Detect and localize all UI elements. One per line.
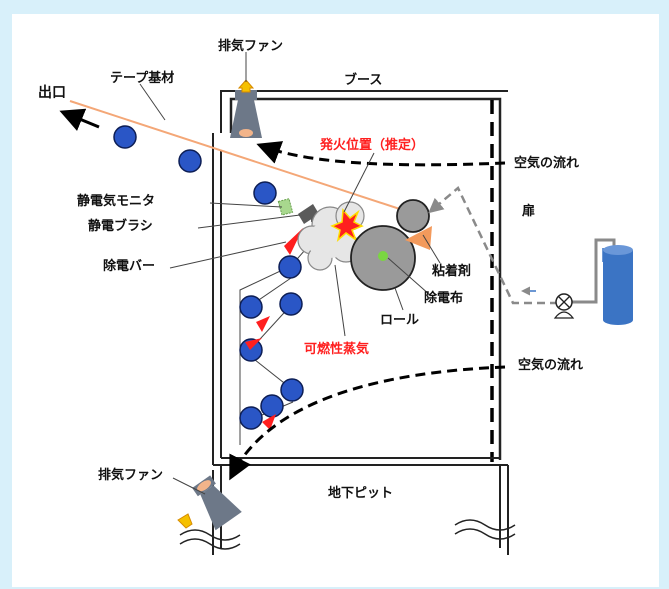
static-monitor-box — [277, 198, 294, 216]
supply-path — [428, 185, 558, 305]
chain-roller-6 — [239, 406, 263, 430]
leader-ignition — [343, 152, 375, 213]
exhaust-fan-bottom-label: 排気ファン — [98, 468, 164, 483]
airflow-bottom-curve — [229, 365, 506, 481]
leader-fan-bottom — [172, 477, 206, 495]
exhaust-fan-bottom-arrow — [177, 513, 193, 529]
adhesive-roll — [396, 199, 430, 233]
leader-bar — [169, 241, 287, 269]
ignition-point-label: 発火位置（推定） — [320, 138, 425, 153]
leader-tape — [139, 83, 166, 121]
chain-roller-1 — [278, 255, 302, 279]
leader-brush — [197, 214, 301, 229]
adhesive-wedge — [405, 226, 432, 250]
supply-pipe — [570, 238, 616, 304]
leader-vapor — [334, 264, 346, 337]
door-label: 扉 — [522, 204, 536, 219]
tape-roller-2 — [178, 149, 202, 173]
booth-label: ブース — [344, 73, 383, 88]
tape-roller-3 — [253, 181, 277, 205]
flammable-vapor-label: 可燃性蒸気 — [304, 342, 370, 357]
airflow-top-label: 空気の流れ — [514, 156, 580, 171]
exit-arrow — [59, 108, 100, 131]
tape-path-vertical — [239, 249, 306, 445]
exhaust-fan-top-head — [235, 90, 257, 100]
exhaust-fan-top-arrow — [237, 79, 255, 93]
tape-roller-1 — [113, 125, 137, 149]
tape-line — [69, 100, 413, 214]
static-brush-label: 静電ブラシ — [88, 219, 153, 234]
booth-wall — [229, 97, 502, 460]
adhesive-label: 粘着剤 — [432, 264, 472, 279]
leader-adhesive — [422, 234, 441, 264]
booth-wall-inner — [220, 90, 508, 133]
underground-pit-label: 地下ピット — [328, 486, 394, 501]
break-mark-left2 — [179, 538, 241, 550]
leader-roll — [394, 287, 404, 311]
break-mark-left — [179, 529, 241, 541]
exit-label: 出口 — [38, 85, 66, 101]
chain-roller-2 — [239, 295, 263, 319]
tank — [603, 245, 633, 325]
exhaust-fan-bottom — [192, 475, 242, 531]
diagram-panel — [12, 14, 659, 587]
static-bar-cone-2 — [256, 316, 270, 332]
leader-monitor — [209, 202, 283, 208]
static-cloth-label: 除電布 — [424, 291, 464, 306]
airflow-bottom-label: 空気の流れ — [518, 358, 584, 373]
exhaust-fan-top-body — [230, 100, 262, 138]
leader-cloth — [387, 257, 431, 296]
tape-substrate-label: テープ基材 — [110, 71, 175, 86]
exhaust-fan-top-label: 排気ファン — [218, 39, 284, 54]
static-bar-label: 除電バー — [103, 259, 156, 274]
chain-roller-4 — [239, 338, 263, 362]
chain-roller-5 — [280, 378, 304, 402]
break-mark-right2 — [454, 528, 516, 540]
roll-label: ロール — [380, 313, 420, 328]
pump-symbol — [553, 293, 575, 319]
static-monitor-label: 静電気モニタ — [77, 194, 156, 209]
break-mark-right — [454, 519, 516, 531]
static-cloth-dot — [378, 251, 388, 261]
static-brush-body — [298, 204, 319, 224]
static-bar-cone-4 — [262, 414, 276, 430]
static-bar-cone-3 — [245, 338, 262, 350]
static-bar-cone-1 — [284, 228, 303, 255]
chain-roller-7 — [260, 394, 284, 418]
chain-roller-3 — [279, 292, 303, 316]
exhaust-fan-top-intake — [239, 129, 253, 137]
